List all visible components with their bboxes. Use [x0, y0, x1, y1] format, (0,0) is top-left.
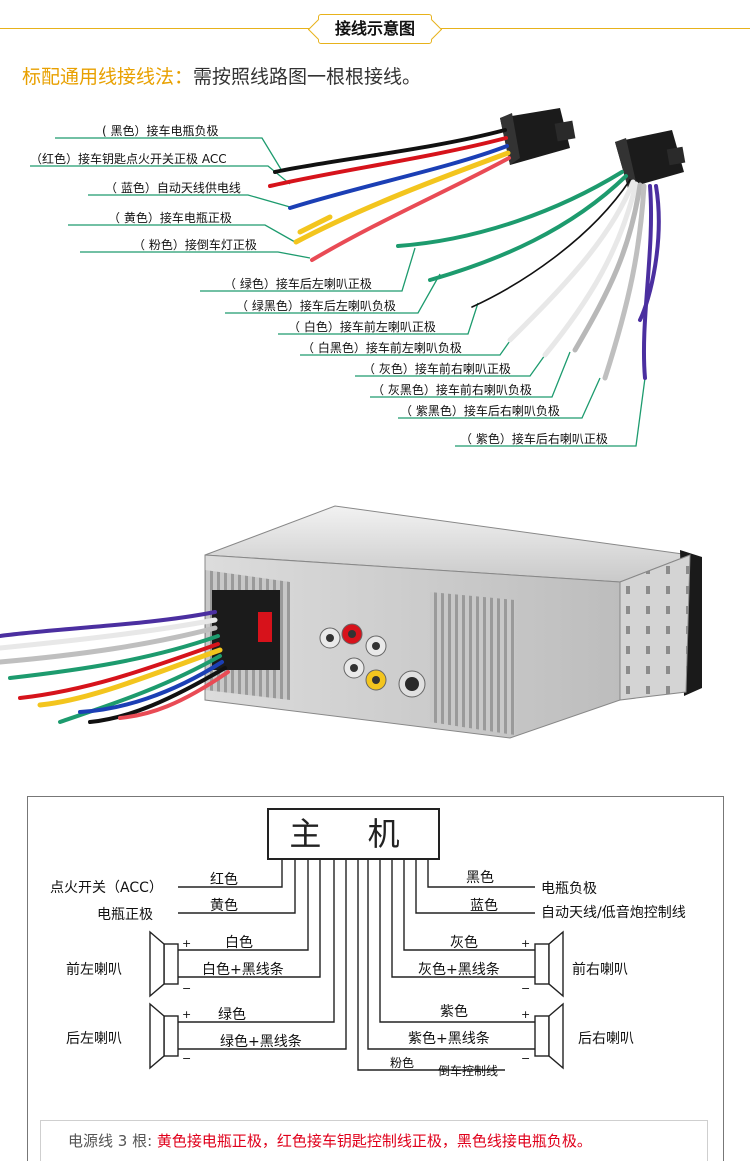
- wire-label-white-black: （ 白黑色）接车前左喇叭负极: [302, 341, 462, 355]
- front-left-neg-wire-label: 白色+黑线条: [202, 962, 284, 978]
- page-title: 接线示意图: [318, 14, 432, 44]
- front-right-neg-wire-label: 灰色+黑线条: [418, 962, 500, 978]
- plus-sign: +: [182, 1008, 192, 1021]
- host-unit-box: 主 机: [267, 808, 440, 860]
- wire-label-white: （ 白色）接车前左喇叭正极: [288, 320, 436, 334]
- wire-label-purple-black: （ 紫黑色）接车后右喇叭负极: [400, 404, 560, 418]
- note-box: [40, 1120, 708, 1161]
- battery-neg-wire-label: 黑色: [466, 870, 494, 886]
- subtitle-text: 需按照线路图一根根接线。: [193, 66, 422, 88]
- front-right-speaker-label: 前右喇叭: [572, 962, 628, 978]
- rear-left-neg-wire-label: 绿色+黑线条: [220, 1034, 302, 1050]
- plus-sign: +: [521, 1008, 531, 1021]
- rear-right-pos-wire-label: 紫色: [440, 1004, 468, 1020]
- wire-label-gray: （ 灰色）接车前右喇叭正极: [363, 362, 511, 376]
- battery-pos-label: 电瓶正极: [97, 907, 153, 923]
- minus-sign: −: [521, 1052, 531, 1065]
- subtitle-label: 标配通用线接线法：: [22, 66, 194, 88]
- wire-label-gray-black: （ 灰黑色）接车前右喇叭负极: [372, 383, 532, 397]
- header-rule-right: [432, 28, 750, 29]
- plus-sign: +: [521, 937, 531, 950]
- minus-sign: −: [182, 982, 192, 995]
- note-label: 电源线 3 根:: [68, 1132, 153, 1150]
- subtitle: 标配通用线接线法：需按照线路图一根根接线。: [22, 62, 421, 89]
- wire-label-purple: （ 紫色）接车后右喇叭正极: [460, 432, 608, 446]
- wire-label-red: （红色）接车钥匙点火开关正极 ACC: [30, 152, 227, 166]
- wire-label-blue: （ 蓝色）自动天线供电线: [105, 181, 241, 195]
- front-left-pos-wire-label: 白色: [225, 935, 253, 951]
- ignition-wire-label: 红色: [210, 872, 238, 888]
- minus-sign: −: [521, 982, 531, 995]
- front-right-pos-wire-label: 灰色: [450, 935, 478, 951]
- reverse-label: 倒车控制线: [438, 1064, 499, 1078]
- rear-right-speaker-label: 后右喇叭: [578, 1031, 634, 1047]
- minus-sign: −: [182, 1052, 192, 1065]
- wire-label-yellow: （ 黄色）接车电瓶正极: [108, 211, 232, 225]
- rear-right-neg-wire-label: 紫色+黑线条: [408, 1031, 490, 1047]
- note-text: 黄色接电瓶正极，红色接车钥匙控制线正极，黑色线接电瓶负极。: [156, 1132, 592, 1150]
- plus-sign: +: [182, 937, 192, 950]
- power-wire-note: 电源线 3 根: 黄色接电瓶正极，红色接车钥匙控制线正极，黑色线接电瓶负极。: [68, 1130, 592, 1151]
- antenna-label: 自动天线/低音炮控制线: [541, 905, 686, 921]
- ignition-label: 点火开关（ACC）: [50, 880, 163, 896]
- battery-pos-wire-label: 黄色: [210, 898, 238, 914]
- wire-label-green: （ 绿色）接车后左喇叭正极: [224, 277, 372, 291]
- rear-left-pos-wire-label: 绿色: [218, 1007, 246, 1023]
- wire-label-pink: （ 粉色）接倒车灯正极: [133, 238, 257, 252]
- rear-left-speaker-label: 后左喇叭: [66, 1031, 122, 1047]
- wire-label-black: ( 黑色）接车电瓶负极: [102, 124, 219, 138]
- battery-neg-label: 电瓶负极: [541, 881, 597, 897]
- reverse-wire-label: 粉色: [390, 1056, 415, 1070]
- front-left-speaker-label: 前左喇叭: [66, 962, 122, 978]
- schematic-frame: [27, 796, 724, 1161]
- wire-label-green-black: （ 绿黑色）接车后左喇叭负极: [236, 299, 396, 313]
- wire-harness-illustration: [30, 108, 686, 447]
- header-rule-left: [0, 28, 318, 29]
- antenna-wire-label: 蓝色: [470, 898, 498, 914]
- head-unit-illustration: [0, 505, 702, 739]
